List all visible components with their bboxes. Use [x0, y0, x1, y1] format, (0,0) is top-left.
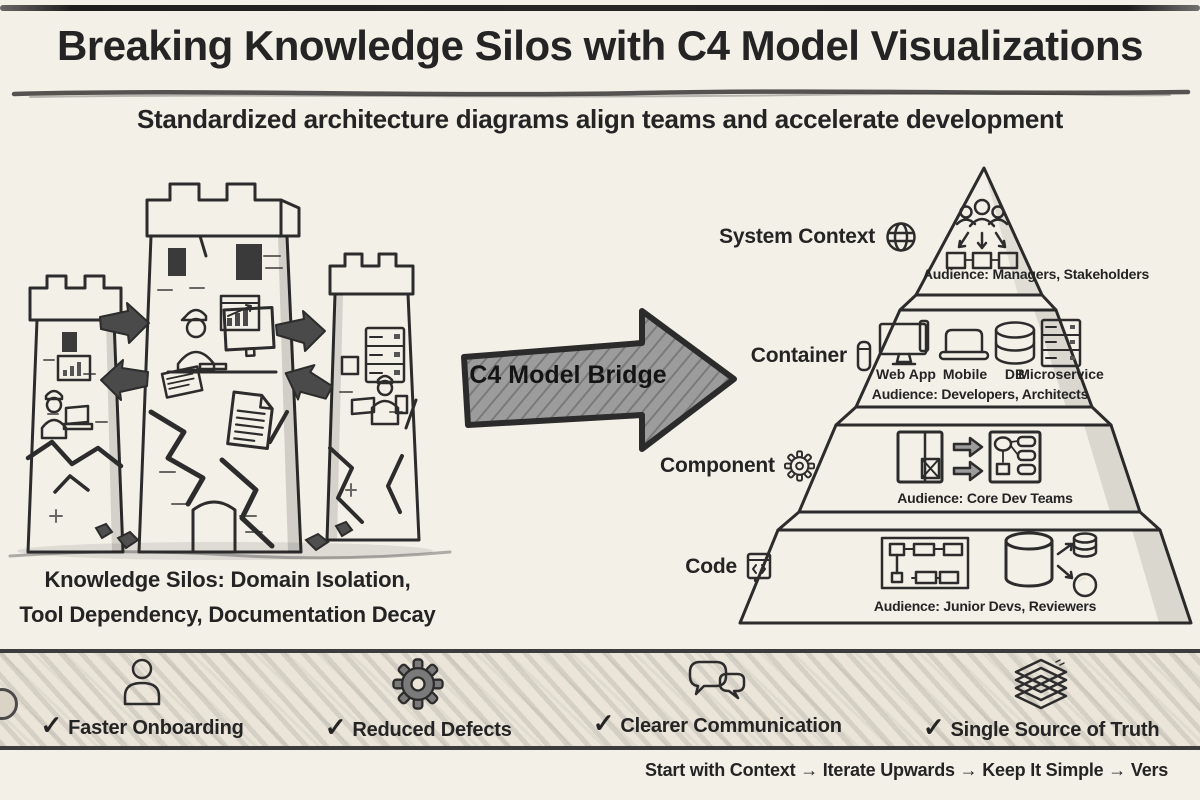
band-1: [898, 293, 1058, 312]
benefit-label: Clearer Communication: [620, 715, 842, 737]
globe-icon: [886, 222, 916, 252]
level-name: Component: [660, 454, 775, 477]
pyramid-shapes: [738, 166, 1193, 625]
benefit-label: Single Source of Truth: [950, 719, 1160, 741]
footer-guidance: Start with Context → Iterate Upwards → K…: [645, 760, 1169, 780]
check-icon: ✓: [324, 712, 347, 742]
arrow-center-to-left: [100, 359, 149, 401]
component-diagram-icon: [988, 430, 1042, 484]
audience-code: Audience: Junior Devs, Reviewers: [873, 598, 1097, 614]
code-doc-icon: [746, 552, 772, 582]
layers-icon: [1014, 658, 1068, 710]
document-icon: [226, 390, 274, 450]
container-item-db: DB: [1004, 366, 1026, 382]
level-label-code: Code: [660, 552, 772, 582]
benefit-clearer-communication: ✓Clearer Communication: [593, 653, 842, 739]
code-flowchart-icon: [880, 536, 970, 590]
c4-pyramid: System Context Container Component: [660, 160, 1200, 660]
benefit-faster-onboarding: ✓Faster Onboarding: [41, 653, 244, 741]
knowledge-silos-illustration: [8, 182, 452, 560]
level-label-component: Component: [660, 450, 815, 482]
level-label-container: Container: [660, 340, 872, 372]
component-arrows: [952, 436, 984, 482]
silos-caption-line2: Tool Dependency, Documentation Decay: [19, 602, 436, 627]
page-subtitle: Standardized architecture diagrams align…: [137, 104, 1063, 134]
audience-system-context: Audience: Managers, Stakeholders: [922, 266, 1150, 282]
audience-component: Audience: Core Dev Teams: [897, 490, 1073, 506]
page-title: Breaking Knowledge Silos with C4 Model V…: [57, 22, 1143, 69]
arrow-right-to-center: [284, 364, 334, 401]
check-icon: ✓: [592, 708, 615, 738]
speech-bubbles-icon: [689, 660, 746, 700]
paper-on-desk-icon: [160, 365, 204, 399]
code-db-icon: [1004, 531, 1098, 598]
title-underline: [11, 89, 1191, 98]
person-icon: [123, 658, 161, 706]
worker-climbing: [350, 374, 409, 426]
engineer-at-desk: [166, 305, 278, 374]
container-item-microservice: Microservice: [1018, 366, 1104, 382]
bridge-label: C4 Model Bridge: [469, 361, 667, 389]
arrow-center-to-right: [275, 310, 326, 352]
check-icon: ✓: [40, 710, 63, 740]
db-icon: [994, 321, 1036, 365]
level-name: System Context: [719, 225, 875, 248]
server-rack-icon: [364, 326, 406, 384]
chart-icon: [219, 294, 261, 332]
benefit-single-source-of-truth: ✓Single Source of Truth: [923, 653, 1160, 743]
top-border-line: [0, 5, 1200, 11]
silos-caption: Knowledge Silos: Domain Isolation, Tool …: [0, 562, 455, 632]
silos-caption-line1: Knowledge Silos: Domain Isolation,: [44, 567, 411, 592]
bridge-arrow-group: C4 Model Bridge: [452, 295, 744, 467]
silo-tower-center: [137, 182, 303, 554]
context-diagram-icon: [945, 198, 1019, 270]
benefits-banner: ✓Faster Onboarding ✓Reduced Defects ✓Cle…: [0, 649, 1200, 750]
container-item-mobile: Mobile: [942, 366, 988, 382]
microservice-icon: [1040, 318, 1082, 368]
check-icon: ✓: [922, 712, 945, 742]
worker-with-laptop: [40, 389, 94, 440]
benefit-label: Reduced Defects: [352, 719, 512, 741]
container-icon: [856, 340, 872, 372]
gear-icon: [392, 658, 444, 710]
band-3: [776, 510, 1162, 532]
gear-icon: [783, 450, 815, 482]
silo-tower-right: [325, 252, 421, 542]
benefit-reduced-defects: ✓Reduced Defects: [325, 653, 512, 743]
audience-container: Audience: Developers, Architects: [871, 386, 1089, 402]
level-name: Code: [685, 555, 737, 578]
container-item-webapp: Web App: [876, 366, 936, 382]
webapp-icon: [878, 319, 930, 366]
silo-arrows: [99, 302, 334, 401]
band-2: [834, 405, 1113, 427]
arrow-left-to-center: [99, 302, 150, 344]
dashboard-icon: [56, 354, 92, 382]
level-name: Container: [750, 344, 847, 367]
benefit-label: Faster Onboarding: [68, 717, 244, 739]
mobile-icon: [938, 328, 990, 361]
tier-code: [738, 528, 1193, 625]
bridge-arrow: [461, 308, 737, 452]
level-label-system-context: System Context: [660, 220, 918, 254]
component-box-icon: [896, 430, 944, 484]
rubble-stones: [94, 520, 354, 552]
